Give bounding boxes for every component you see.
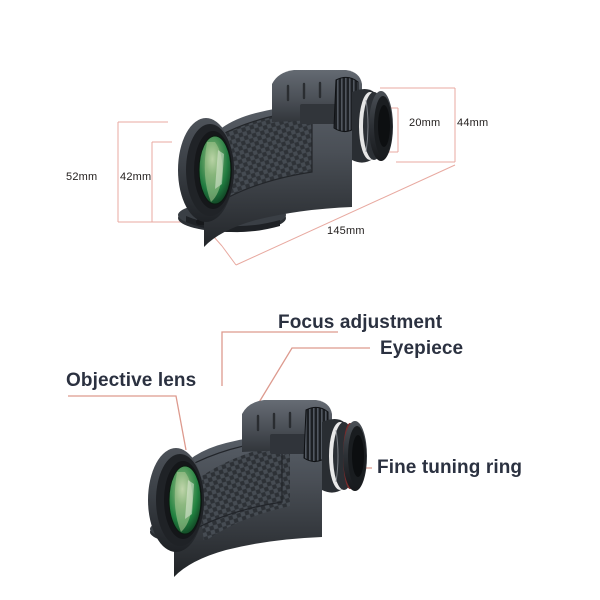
top-ridges (286, 81, 322, 102)
callout-label-objective-lens: Objective lens (66, 370, 197, 391)
top-ridges-2 (256, 411, 292, 432)
objective-lens-assembly (178, 118, 234, 222)
leader-eyepiece (257, 347, 370, 405)
dimension-label-44mm: 44mm (457, 117, 489, 129)
parts-callout-panel: Focus adjustment Eyepiece Objective lens… (0, 300, 600, 600)
leader-focus-adjustment (221, 331, 338, 386)
leader-objective-lens (68, 395, 187, 451)
callout-label-focus-adjustment: Focus adjustment (278, 312, 443, 333)
nameplate (300, 104, 342, 124)
objective-lens-assembly-2 (148, 448, 204, 552)
nameplate-2 (270, 434, 312, 454)
dimension-label-20mm: 20mm (409, 117, 441, 129)
dimensions-diagram-panel: 52mm 42mm 20mm 44mm 145mm (66, 70, 489, 266)
eyepiece-assembly (352, 89, 393, 163)
dimension-label-145mm: 145mm (327, 225, 365, 237)
dimension-label-42mm: 42mm (120, 171, 152, 183)
monocular-product-bottom (148, 400, 367, 577)
dimension-lines (117, 87, 456, 266)
callout-label-fine-tuning-ring: Fine tuning ring (377, 457, 523, 478)
eyepiece-assembly-2 (322, 419, 367, 493)
callout-label-eyepiece: Eyepiece (380, 338, 464, 359)
parts-illustration (68, 331, 372, 577)
monocular-product-top (178, 70, 393, 247)
dimensions-illustration (117, 70, 456, 266)
dimension-label-52mm: 52mm (66, 171, 98, 183)
